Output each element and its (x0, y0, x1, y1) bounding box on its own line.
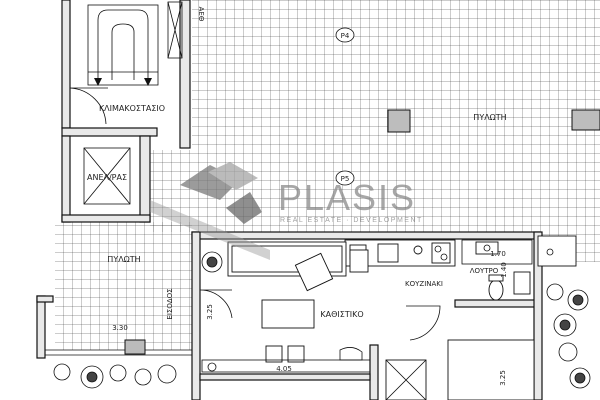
stair-icon (87, 4, 159, 86)
bath-door-icon (406, 305, 441, 341)
stairwell-walls (61, 0, 191, 223)
terrace-left-area (55, 222, 192, 350)
dim-bath-depth: 1.70 (490, 250, 506, 258)
kitchen-label: ΚΟΥΖΙΝΑΚΙ (405, 280, 443, 288)
terrace-top-label: ΠΥΛΩΤΗ (473, 113, 506, 122)
watermark-tagline: REAL ESTATE · DEVELOPMENT (280, 217, 423, 224)
terrace-left-label: ΠΥΛΩΤΗ (107, 255, 140, 264)
tag-p5: P5 (341, 175, 350, 183)
tag-p4: P4 (341, 32, 350, 40)
column (571, 109, 600, 131)
terrace-mid-area (150, 150, 192, 232)
shower-tray (537, 235, 577, 267)
elevator-icon (83, 147, 131, 205)
apartment-walls (191, 231, 543, 400)
living-label: ΚΑΘΙΣΤΙΚΟ (320, 310, 363, 319)
elevator-label: ΑΝΕΛ/ΡΑΣ (87, 173, 127, 182)
terrace-railing (36, 295, 195, 359)
entrance-label: ΕΙΣΟΔΟΣ (166, 288, 174, 319)
dim-living-width: 4.05 (276, 365, 292, 373)
wc-label: ΛΟΥΤΡΟ (470, 267, 499, 275)
tag-p5-marker (335, 170, 355, 186)
entrance-door-icon (199, 289, 233, 319)
living-furniture (201, 241, 371, 373)
bathroom-fixtures (461, 239, 533, 301)
dim-terrace-width: 3.30 (112, 324, 128, 332)
ducts-label: ΑΕΘ (197, 7, 205, 22)
plant-icons (53, 251, 591, 389)
dim-bedroom-depth: 3.25 (499, 370, 507, 386)
tag-p4-marker (335, 27, 355, 43)
stair-door-icon (69, 87, 108, 125)
dim-bath-width: 1.40 (500, 262, 508, 278)
stairwell-label: ΚΛΙΜΑΚΟΣΤΑΣΙΟ (99, 104, 165, 113)
watermark-brand: PLASIS (278, 177, 416, 218)
duct-shaft (167, 1, 183, 59)
column (387, 109, 411, 133)
bedroom-partial (385, 339, 535, 400)
watermark-logo (150, 162, 270, 260)
dim-living-depth: 3.25 (206, 304, 214, 320)
